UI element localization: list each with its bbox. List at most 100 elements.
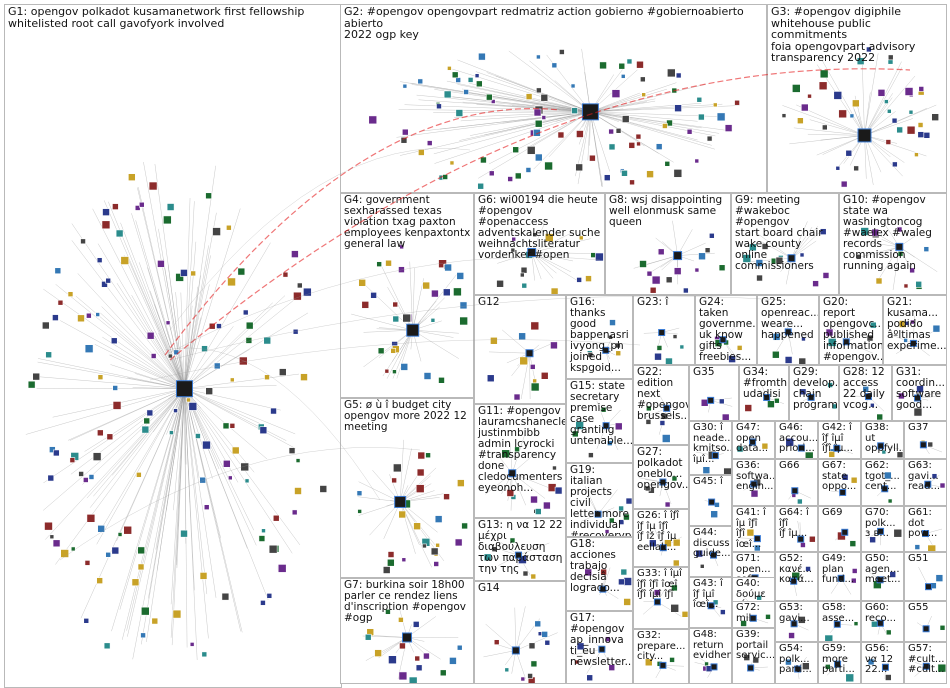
node[interactable] (447, 66, 452, 71)
node[interactable] (665, 357, 673, 365)
node[interactable] (443, 90, 452, 99)
node[interactable] (720, 609, 726, 615)
node[interactable] (512, 146, 519, 154)
node[interactable] (361, 301, 370, 309)
node[interactable] (423, 652, 430, 660)
node[interactable] (402, 83, 408, 89)
node[interactable] (67, 291, 74, 297)
node[interactable] (226, 224, 232, 231)
node[interactable] (463, 89, 469, 95)
node[interactable] (513, 393, 521, 401)
node[interactable] (416, 468, 425, 477)
node[interactable] (376, 261, 382, 267)
node[interactable] (414, 655, 421, 662)
node[interactable] (723, 467, 732, 475)
node[interactable] (913, 407, 923, 417)
node[interactable] (679, 344, 685, 350)
node[interactable] (651, 275, 661, 285)
node[interactable] (805, 566, 811, 572)
node[interactable] (186, 397, 191, 403)
hub-node[interactable] (833, 444, 841, 452)
node[interactable] (870, 402, 875, 408)
node[interactable] (655, 143, 663, 150)
node[interactable] (140, 632, 146, 639)
node[interactable] (649, 539, 657, 548)
node[interactable] (294, 487, 302, 495)
node[interactable] (393, 463, 402, 473)
node[interactable] (673, 267, 682, 275)
node[interactable] (96, 577, 103, 584)
hub-node[interactable] (707, 602, 715, 610)
node[interactable] (97, 374, 104, 380)
node[interactable] (831, 403, 838, 410)
node[interactable] (653, 589, 661, 596)
node[interactable] (52, 314, 59, 321)
node[interactable] (533, 129, 541, 137)
node[interactable] (295, 458, 301, 463)
node[interactable] (696, 96, 703, 103)
node[interactable] (398, 510, 407, 519)
node[interactable] (785, 658, 792, 666)
node[interactable] (904, 87, 914, 96)
node[interactable] (449, 657, 457, 665)
hub-node[interactable] (707, 396, 715, 404)
node[interactable] (459, 316, 468, 326)
node[interactable] (319, 485, 328, 493)
node[interactable] (525, 93, 533, 100)
node[interactable] (621, 115, 630, 123)
node[interactable] (188, 402, 198, 411)
node[interactable] (600, 406, 607, 413)
node[interactable] (401, 128, 409, 136)
node[interactable] (704, 247, 711, 254)
node[interactable] (718, 398, 725, 405)
node[interactable] (918, 86, 925, 92)
node[interactable] (908, 109, 914, 115)
node[interactable] (838, 109, 847, 119)
node[interactable] (898, 392, 905, 400)
node[interactable] (400, 136, 408, 144)
node[interactable] (621, 169, 628, 177)
node[interactable] (358, 279, 366, 287)
node[interactable] (557, 131, 565, 139)
node[interactable] (398, 266, 405, 273)
node[interactable] (800, 542, 806, 548)
node[interactable] (97, 429, 104, 437)
node[interactable] (199, 476, 207, 484)
node[interactable] (718, 264, 726, 272)
node[interactable] (910, 319, 915, 325)
node[interactable] (623, 598, 631, 606)
node[interactable] (536, 87, 542, 94)
node[interactable] (148, 181, 158, 191)
node[interactable] (92, 452, 102, 461)
hub-node[interactable] (525, 349, 534, 358)
node[interactable] (608, 517, 615, 524)
node[interactable] (402, 313, 411, 323)
node[interactable] (672, 538, 681, 547)
node[interactable] (53, 449, 60, 457)
node[interactable] (903, 283, 909, 289)
hub-node[interactable] (581, 103, 599, 121)
hub-node[interactable] (599, 585, 607, 593)
node[interactable] (60, 549, 69, 558)
node[interactable] (120, 256, 130, 265)
node[interactable] (110, 337, 118, 345)
node[interactable] (488, 170, 495, 177)
node[interactable] (671, 87, 678, 94)
node[interactable] (70, 546, 76, 552)
node[interactable] (300, 373, 308, 381)
node[interactable] (504, 667, 510, 673)
node[interactable] (822, 272, 830, 279)
node[interactable] (138, 201, 145, 208)
node[interactable] (800, 103, 809, 112)
node[interactable] (78, 471, 84, 477)
node[interactable] (534, 508, 542, 515)
node[interactable] (115, 229, 124, 238)
node[interactable] (293, 291, 302, 301)
node[interactable] (767, 400, 775, 408)
node[interactable] (526, 146, 536, 155)
node[interactable] (514, 446, 520, 453)
node[interactable] (131, 578, 140, 587)
node[interactable] (669, 657, 675, 663)
node[interactable] (137, 563, 145, 571)
node[interactable] (896, 126, 903, 134)
